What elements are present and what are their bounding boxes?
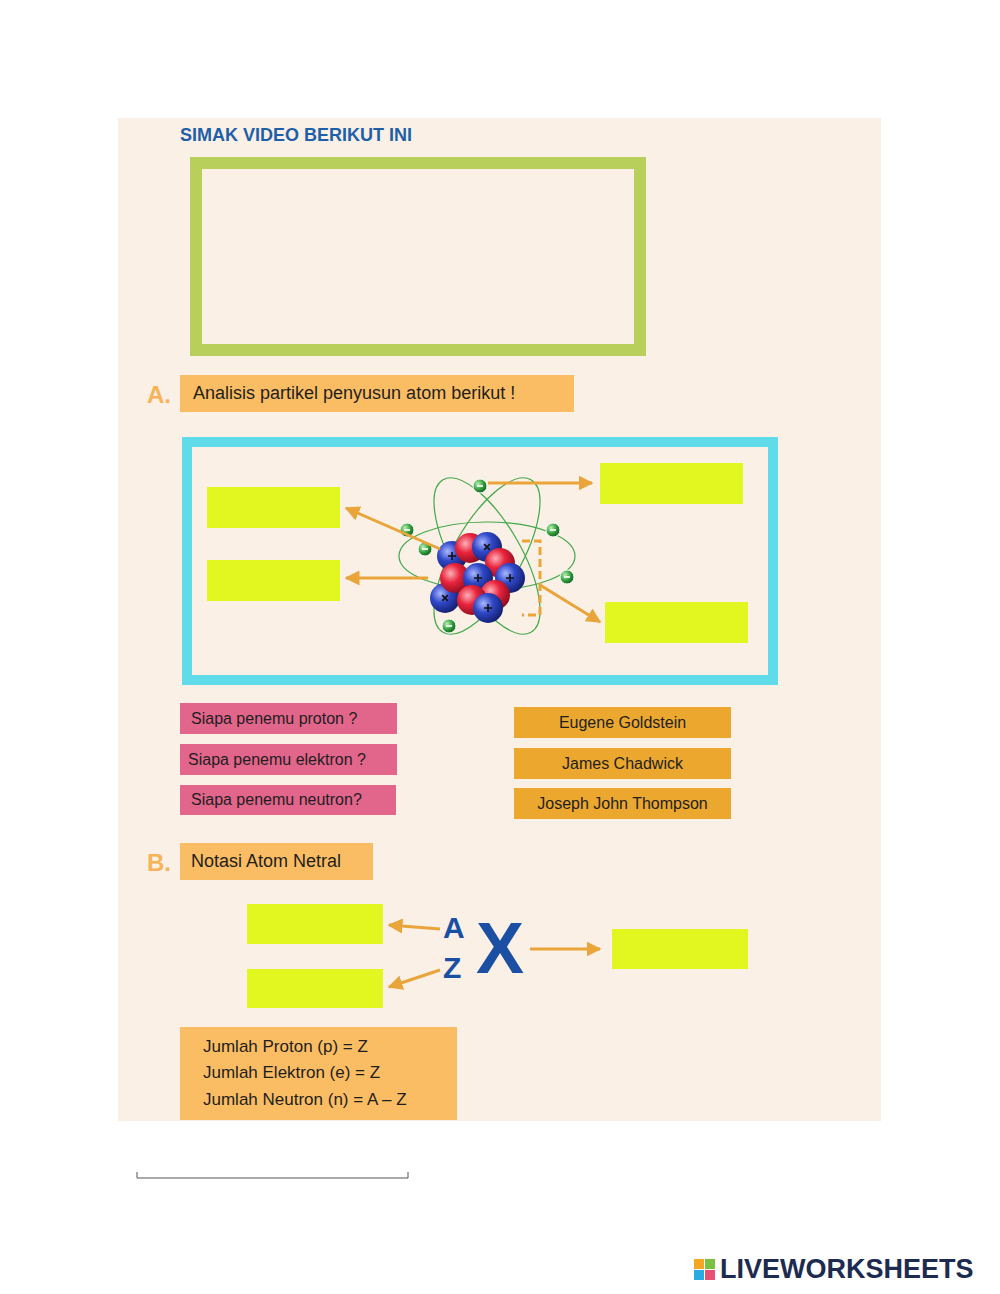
formula-line: Jumlah Elektron (e) = Z	[203, 1060, 380, 1086]
logo-icon	[694, 1259, 715, 1280]
formula-box: Jumlah Proton (p) = ZJumlah Elektron (e)…	[180, 1027, 457, 1120]
mass-number: A	[443, 913, 465, 943]
box-text: Siapa penemu neutron?	[191, 790, 362, 809]
title: SIMAK VIDEO BERIKUT INI	[180, 126, 412, 144]
answer-box: Joseph John Thompson	[514, 788, 731, 819]
formula-line: Jumlah Proton (p) = Z	[203, 1034, 368, 1060]
box-text: Analisis partikel penyusun atom berikut …	[193, 383, 515, 405]
watermark: LIVEWORKSHEETS	[720, 1256, 974, 1283]
electron	[442, 619, 456, 633]
panel	[118, 118, 881, 1121]
box-text: Eugene Goldstein	[559, 713, 686, 732]
formula-line: Jumlah Neutron (n) = A – Z	[203, 1087, 407, 1113]
box-text: Siapa penemu proton ?	[191, 709, 357, 728]
video-frame	[196, 163, 640, 350]
orbits	[399, 463, 575, 649]
electrons	[400, 479, 574, 633]
box-text: Notasi Atom Netral	[191, 851, 341, 873]
element-symbol: X	[476, 912, 524, 984]
box-text: Joseph John Thompson	[537, 794, 707, 813]
answer-box: Eugene Goldstein	[514, 707, 731, 738]
neutron	[473, 593, 503, 623]
electron	[473, 479, 487, 493]
answer-box: James Chadwick	[514, 748, 731, 779]
answer-boxes	[207, 463, 748, 1008]
section-letter: B.	[147, 851, 171, 875]
atomic-number: Z	[443, 953, 461, 983]
question-box: Siapa penemu elektron ?	[180, 744, 397, 775]
nucleus	[430, 532, 525, 623]
electron	[546, 523, 560, 537]
heading-box: Analisis partikel penyusun atom berikut …	[180, 375, 574, 412]
heading-box: Notasi Atom Netral	[180, 843, 373, 880]
box-text: Siapa penemu elektron ?	[188, 750, 366, 769]
electron	[560, 570, 574, 584]
footer-line	[137, 1172, 408, 1178]
bracket	[522, 541, 540, 615]
question-box: Siapa penemu neutron?	[180, 785, 396, 815]
question-box: Siapa penemu proton ?	[180, 703, 397, 734]
section-letter: A.	[147, 383, 171, 407]
box-text: James Chadwick	[562, 754, 683, 773]
atom-frame	[187, 442, 773, 680]
